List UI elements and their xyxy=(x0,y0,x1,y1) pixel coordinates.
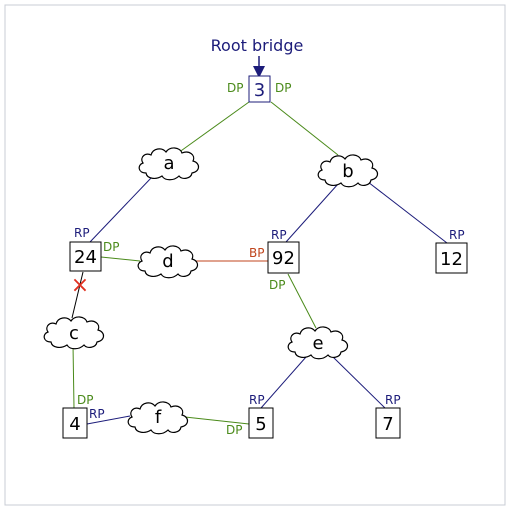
port-92-dp: DP xyxy=(269,278,285,292)
bridge-3: 3 xyxy=(248,75,271,103)
bridge-24: 24 xyxy=(69,241,102,272)
bridge-7-label: 7 xyxy=(382,414,393,435)
port-5-dp: DP xyxy=(226,423,242,437)
bridge-7: 7 xyxy=(375,407,401,439)
bridge-7-box xyxy=(375,407,401,439)
segment-e: e xyxy=(287,326,349,360)
link-a-24 xyxy=(89,176,153,243)
bridge-24-box xyxy=(69,241,102,272)
bridge-92-box xyxy=(267,241,300,274)
bridge-4-label: 4 xyxy=(69,414,80,435)
port-92-bp: BP xyxy=(249,246,264,260)
segment-f-label: f xyxy=(155,407,162,428)
link-3-a xyxy=(177,101,250,154)
bridge-12-box xyxy=(435,242,468,274)
bridge-92-label: 92 xyxy=(272,248,295,269)
port-4-rp: RP xyxy=(89,407,105,421)
bridge-4: 4 xyxy=(62,407,88,439)
blocked-cross-icon: × xyxy=(71,273,89,298)
port-5-rp: RP xyxy=(249,393,265,407)
link-c-4 xyxy=(72,343,75,409)
segment-c-label: c xyxy=(69,323,79,344)
segment-a: a xyxy=(138,147,200,181)
link-3-b xyxy=(270,101,339,156)
link-24-c xyxy=(71,271,84,319)
bridge-3-label: 3 xyxy=(254,80,265,101)
segment-d: d xyxy=(137,245,199,279)
link-f-5 xyxy=(184,416,250,425)
link-24-d xyxy=(100,256,141,262)
link-e-5 xyxy=(260,356,307,409)
segment-b: b xyxy=(317,154,379,188)
bridge-3-box xyxy=(248,75,271,103)
link-b-12 xyxy=(367,181,448,244)
bridge-24-label: 24 xyxy=(74,247,97,268)
bridge-12-label: 12 xyxy=(440,249,463,270)
port-12-rp: RP xyxy=(449,228,465,242)
link-4-f xyxy=(86,415,131,425)
bridge-5-box xyxy=(248,407,274,439)
port-4-dp: DP xyxy=(77,393,93,407)
links xyxy=(71,101,448,425)
port-24-rp: RP xyxy=(74,226,90,240)
port-3-right-dp: DP xyxy=(275,81,291,95)
segment-f: f xyxy=(127,401,189,435)
segment-d-label: d xyxy=(162,251,173,272)
bridge-4-box xyxy=(62,407,88,439)
segment-e-label: e xyxy=(312,333,323,354)
segment-b-label: b xyxy=(342,161,353,182)
link-b-92 xyxy=(285,183,339,243)
port-labels: DP DP RP DP RP BP DP RP DP RP RP DP RP xyxy=(74,81,465,437)
link-e-7 xyxy=(332,356,386,409)
root-bridge-title: Root bridge xyxy=(211,36,304,55)
diagram-frame xyxy=(4,4,506,506)
bridge-5-label: 5 xyxy=(255,414,266,435)
link-92-e xyxy=(287,273,317,329)
bridge-92: 92 xyxy=(267,241,300,274)
bridge-5: 5 xyxy=(248,407,274,439)
port-92-rp: RP xyxy=(271,228,287,242)
port-24-dp: DP xyxy=(103,240,119,254)
port-7-rp: RP xyxy=(385,393,401,407)
port-3-left-dp: DP xyxy=(227,81,243,95)
segment-c: c xyxy=(43,316,105,350)
bridge-12: 12 xyxy=(435,242,468,274)
segment-a-label: a xyxy=(163,153,174,174)
